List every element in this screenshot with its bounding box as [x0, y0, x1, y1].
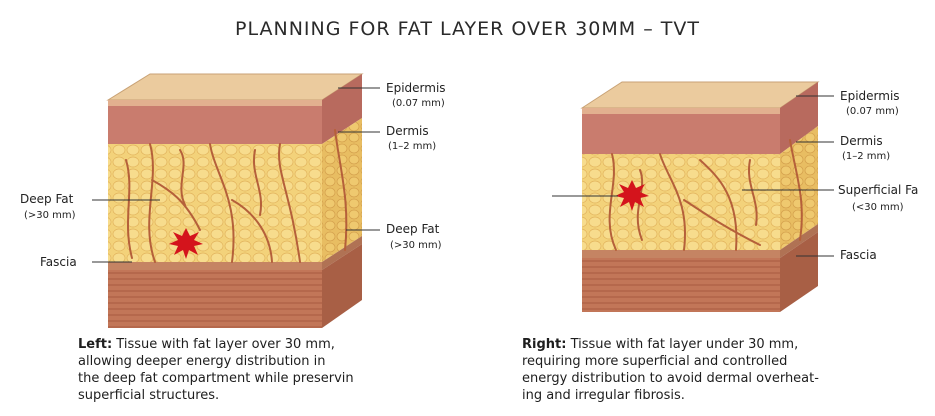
left-muscle-front — [108, 270, 322, 328]
left-caption-line-4: superficial structures. — [78, 388, 219, 403]
left-fascia-front — [108, 262, 322, 270]
right-tissue-block — [582, 82, 818, 312]
left-epidermis-top — [108, 74, 362, 100]
left-label-epidermis: Epidermis — [386, 81, 446, 95]
right-label-epidermis: Epidermis — [840, 89, 900, 103]
right-muscle-front — [582, 258, 780, 312]
left-caption-lead: Left: — [78, 337, 112, 352]
left-caption-line-1: Tissue with fat layer over 30 mm, — [112, 337, 335, 352]
right-label-fascia: Fascia — [840, 248, 877, 262]
right-label-superficial-fat-sub: (<30 mm) — [852, 202, 904, 213]
left-label-dermis-sub: (1–2 mm) — [388, 141, 436, 152]
right-label-superficial-fat: Superficial Fa — [838, 183, 918, 197]
left-label-deep-fat: Deep Fat — [20, 192, 74, 206]
left-caption: Left: Tissue with fat layer over 30 mm, … — [78, 336, 438, 404]
right-caption-lead: Right: — [522, 337, 566, 352]
right-epidermis-top — [582, 82, 818, 108]
left-label-dermis: Dermis — [386, 124, 429, 138]
right-fascia-front — [582, 250, 780, 258]
left-label-deep-fat-sub: (>30 mm) — [24, 210, 76, 221]
left-label-fascia: Fascia — [40, 255, 77, 269]
right-caption: Right: Tissue with fat layer under 30 mm… — [522, 336, 917, 404]
left-label-epidermis-sub: (0.07 mm) — [392, 98, 445, 109]
left-label-deep-fat-right: Deep Fat — [386, 222, 440, 236]
left-dermis-front — [108, 100, 322, 144]
right-label-dermis: Dermis — [840, 134, 883, 148]
right-caption-line-2: requiring more superficial and controlle… — [522, 354, 787, 369]
right-caption-line-1: Tissue with fat layer under 30 mm, — [566, 337, 798, 352]
left-caption-line-2: allowing deeper energy distribution in — [78, 354, 325, 369]
right-caption-line-3: energy distribution to avoid dermal over… — [522, 371, 819, 386]
right-dermis-front — [582, 108, 780, 154]
right-label-epidermis-sub: (0.07 mm) — [846, 106, 899, 117]
left-tissue-block — [108, 74, 362, 328]
right-caption-line-4: ing and irregular fibrosis. — [522, 388, 685, 403]
right-label-dermis-sub: (1–2 mm) — [842, 151, 890, 162]
left-caption-line-3: the deep fat compartment while preservin — [78, 371, 354, 386]
left-label-deep-fat-right-sub: (>30 mm) — [390, 240, 442, 251]
